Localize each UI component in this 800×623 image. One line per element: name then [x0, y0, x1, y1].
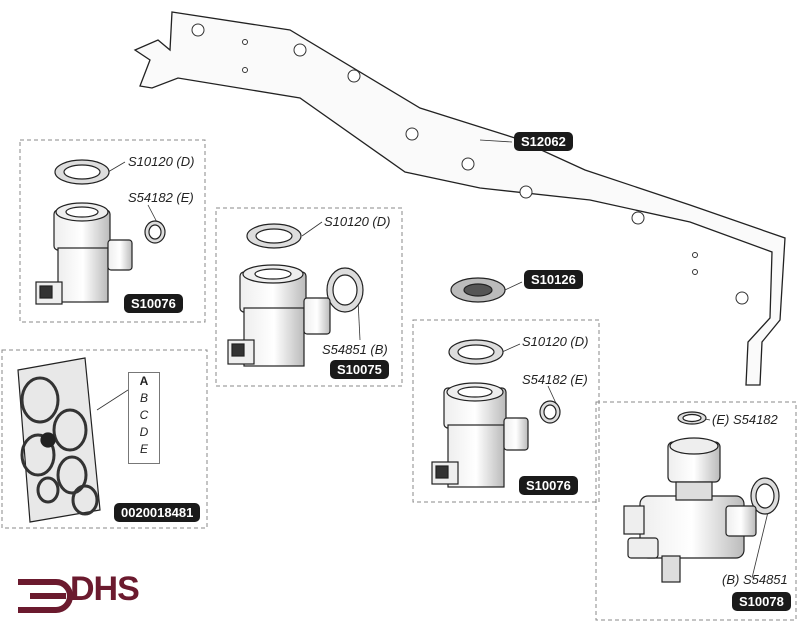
tag-s10075-middle: S10075 [330, 360, 389, 379]
callout-s10120-d-middle: S10120 (D) [324, 214, 391, 229]
callout-s54182-e-top-left: S54182 (E) [128, 190, 194, 205]
valve-assembly-top-left [35, 159, 166, 305]
callout-s54182-e-right: S54182 (E) [522, 372, 588, 387]
callout-s10120-d-top-left: S10120 (D) [128, 154, 195, 169]
tag-s10126-gasket: S10126 [524, 270, 583, 289]
valve-assembly-middle [227, 223, 364, 367]
tag-s10078-bottom-right: S10078 [732, 592, 791, 611]
kit-letter-c: C [139, 408, 149, 422]
mounting-bracket [133, 11, 786, 386]
kit-letter-d: D [139, 425, 149, 439]
callout-s10120-d-right: S10120 (D) [522, 334, 589, 349]
kit-letter-b: B [139, 391, 148, 405]
tag-s10076-top-left: S10076 [124, 294, 183, 313]
kit-boxes [1, 139, 797, 621]
tag-s12062-bracket: S12062 [514, 132, 573, 151]
callout-s54851-b-bottom-right: (B) S54851 [722, 572, 788, 587]
dhs-logo-mark [18, 579, 73, 613]
washer-pack-bag [17, 357, 101, 523]
kit-letter-a: A [139, 374, 149, 388]
tag-0020018481-washer-pack: 0020018481 [114, 503, 201, 522]
valve-assembly-right [431, 277, 561, 488]
callout-s54182-e-bottom-right: (E) S54182 [712, 412, 778, 427]
kit-letter-e: E [139, 442, 148, 456]
tag-s10076-right: S10076 [519, 476, 578, 495]
kit-letter-list: A B C D E [128, 372, 160, 464]
dhs-logo-text: DHS [70, 570, 140, 608]
valve-assembly-bottom-right [623, 411, 780, 583]
callout-s54851-b-middle: S54851 (B) [322, 342, 388, 357]
